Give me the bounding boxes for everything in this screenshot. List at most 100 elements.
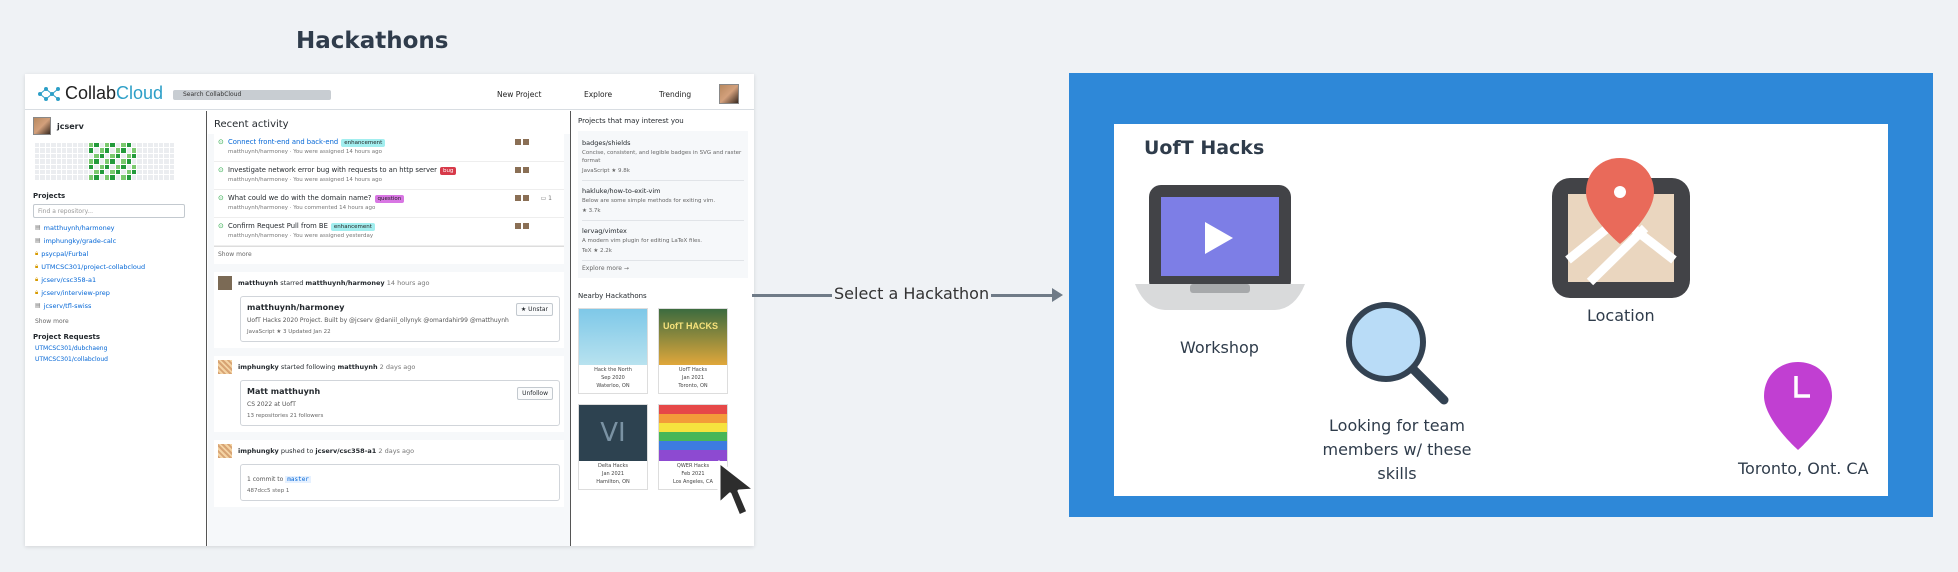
repo-name[interactable]: psycpal/Furbal	[41, 249, 89, 258]
feed-actor[interactable]: imphungky	[238, 447, 279, 455]
request-item[interactable]: UTMCSC301/dubchaeng	[35, 344, 108, 352]
feed-actor[interactable]: imphungky	[238, 363, 279, 371]
contribution-cell	[164, 153, 169, 159]
project-name[interactable]: hakluke/how-to-exit-vim	[582, 187, 661, 195]
feed-avatar[interactable]	[218, 276, 232, 290]
hackathon-date: Jan 2021	[681, 375, 705, 381]
repo-name[interactable]: matthuynh/harmoney	[43, 223, 115, 232]
contribution-cell	[115, 169, 121, 175]
hackathon-banner: VI	[579, 405, 647, 461]
repo-item[interactable]: 🔒︎psycpal/Furbal	[35, 250, 198, 258]
contribution-cell	[164, 175, 169, 180]
feed-avatar[interactable]	[218, 444, 232, 458]
contribution-cell	[105, 175, 110, 180]
logo[interactable]: CollabCloud	[37, 83, 163, 104]
repo-name[interactable]: jcserv/tfl-swiss	[43, 301, 92, 310]
activity-title[interactable]: What could we do with the domain name?	[228, 194, 372, 202]
contribution-cell	[94, 148, 99, 153]
repo-item[interactable]: 🔒︎UTMCSC301/project-collabcloud	[35, 263, 198, 271]
show-more-link[interactable]: Show more	[35, 317, 69, 325]
card-title[interactable]: matthuynh/harmoney	[247, 303, 345, 312]
comment-count: ▭ 1	[541, 195, 552, 202]
repo-search-input[interactable]: Find a repository...	[33, 203, 185, 218]
unstar-button[interactable]: ★ Unstar	[515, 303, 553, 316]
arrow-line-right	[984, 294, 1054, 297]
contribution-cell	[148, 143, 153, 148]
contribution-cell	[115, 143, 121, 148]
repo-name[interactable]: jcserv/interview-prep	[41, 288, 110, 297]
arrow-label: Select a Hackathon	[832, 284, 992, 303]
repo-name[interactable]: imphungky/grade-calc	[43, 236, 117, 245]
user-avatar[interactable]	[719, 84, 739, 104]
contribution-cell	[40, 169, 45, 175]
unfollow-button[interactable]: Unfollow	[517, 387, 553, 400]
contribution-cell	[40, 159, 45, 164]
page-heading: Hackathons	[296, 28, 449, 54]
feed-item: imphungky started following matthuynh 2 …	[214, 356, 564, 432]
contribution-cell	[142, 159, 148, 164]
project-name[interactable]: lervag/vimtex	[582, 227, 627, 235]
card-title[interactable]: Matt matthuynh	[247, 387, 321, 396]
feed-target[interactable]: jcserv/csc358-a1	[315, 447, 377, 455]
contribution-cell	[148, 153, 153, 159]
assignee-avatars	[514, 194, 530, 202]
contribution-cell	[115, 164, 121, 169]
feed-actor[interactable]: matthuynh	[238, 279, 279, 287]
feed-verb: started following	[280, 363, 336, 371]
repo-name[interactable]: UTMCSC301/project-collabcloud	[41, 262, 146, 271]
nav-trending[interactable]: Trending	[659, 90, 692, 99]
contribution-cell	[51, 169, 56, 175]
repo-name[interactable]: jcserv/csc358-a1	[41, 275, 97, 284]
feed-target[interactable]: matthuynh	[337, 363, 378, 371]
logo-text: CollabCloud	[65, 83, 164, 103]
contribution-cell	[164, 164, 169, 169]
contribution-cell	[105, 148, 110, 153]
contribution-cell	[105, 159, 110, 164]
activity-title[interactable]: Confirm Request Pull from BE	[228, 222, 328, 230]
repo-item[interactable]: ▤jcserv/tfl-swiss	[35, 302, 198, 310]
activity-title[interactable]: Connect front-end and back-end	[228, 138, 339, 146]
hackathon-place: Los Angeles, CA	[673, 479, 713, 485]
request-item[interactable]: UTMCSC301/collabcloud	[35, 355, 108, 363]
global-search-input[interactable]: Search CollabCloud	[173, 90, 331, 100]
assignee-avatar	[522, 222, 530, 230]
collabcloud-screenshot: CollabCloud Search CollabCloud New Proje…	[25, 74, 754, 546]
contribution-cell	[169, 148, 175, 153]
mouse-cursor-icon	[717, 460, 754, 518]
repo-item[interactable]: ▤matthuynh/harmoney	[35, 224, 198, 232]
card-description: UofT Hacks 2020 Project. Built by @jcser…	[247, 317, 509, 324]
contribution-cell	[148, 175, 153, 180]
repo-item[interactable]: ▤imphungky/grade-calc	[35, 237, 198, 245]
contribution-cell	[83, 169, 88, 175]
activity-row[interactable]: ⊙Investigate network error bug with requ…	[214, 162, 564, 190]
activity-title[interactable]: Investigate network error bug with reque…	[228, 166, 437, 174]
assignee-avatars	[514, 222, 530, 230]
activity-row[interactable]: ⊙What could we do with the domain name?q…	[214, 190, 564, 218]
repo-item[interactable]: 🔒︎jcserv/csc358-a1	[35, 276, 198, 284]
hackathon-name: UofT Hacks	[678, 367, 708, 373]
activity-title-line: What could we do with the domain name?qu…	[228, 194, 405, 203]
explore-more-link[interactable]: Explore more →	[582, 265, 629, 272]
repo-item[interactable]: 🔒︎jcserv/interview-prep	[35, 289, 198, 297]
nav-explore[interactable]: Explore	[584, 90, 613, 99]
project-name[interactable]: badges/shields	[582, 139, 631, 147]
contribution-cell	[83, 164, 88, 169]
nav-new-project[interactable]: New Project	[497, 90, 542, 99]
activity-show-more[interactable]: Show more	[214, 247, 564, 264]
contribution-cell	[153, 169, 158, 175]
hackathon-place: Waterloo, ON	[596, 383, 630, 389]
sidebar-username[interactable]: jcserv	[57, 121, 84, 131]
feed-target[interactable]: matthuynh/harmoney	[305, 279, 385, 287]
feed-avatar[interactable]	[218, 360, 232, 374]
contribution-cell	[45, 153, 51, 159]
